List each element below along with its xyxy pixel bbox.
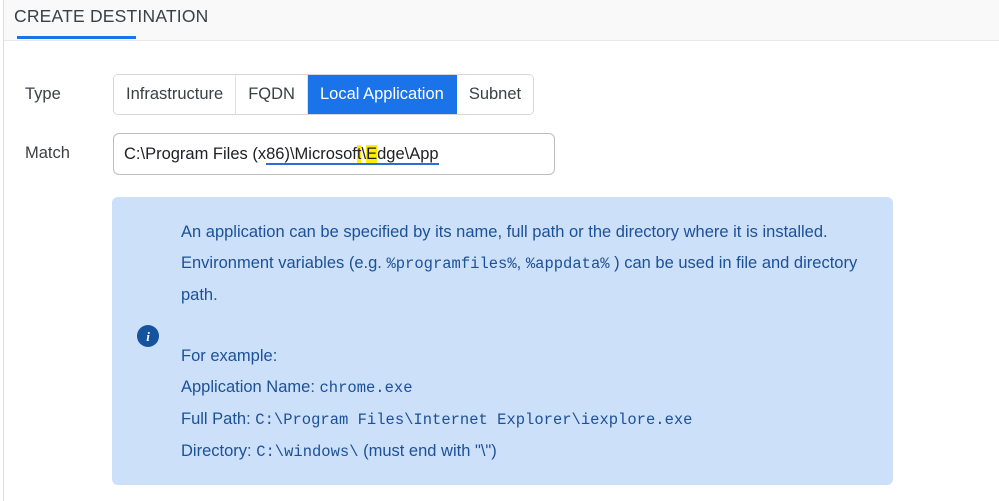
match-seg-5: dge\App [377, 145, 439, 165]
tab-infrastructure[interactable]: Infrastructure [114, 75, 237, 114]
match-seg-2: t [356, 145, 362, 165]
info-desc-part1: An application can be specified by its n… [181, 223, 828, 272]
tab-subnet[interactable]: Subnet [456, 75, 534, 114]
info-example-full-path: Full Path: C:\Program Files\Internet Exp… [181, 404, 879, 436]
info-panel-body: An application can be specified by its n… [181, 217, 879, 468]
match-seg-1: 86)\Microsof [266, 145, 357, 165]
info-desc-part2: , [516, 254, 526, 272]
type-segmented-control[interactable]: Infrastructure FQDN Local Application Su… [113, 74, 535, 115]
tab-local-application[interactable]: Local Application [307, 75, 457, 114]
info-panel: i An application can be specified by its… [112, 197, 893, 485]
info-example-app-name-value: chrome.exe [319, 379, 413, 397]
match-seg-4: E [366, 145, 378, 165]
match-input[interactable]: C:\Program Files (x86)\Microsoft\Edge\Ap… [113, 133, 555, 175]
match-seg-3: \ [361, 145, 367, 165]
info-spacer [181, 311, 879, 341]
match-label: Match [25, 144, 70, 162]
info-description: An application can be specified by its n… [181, 217, 879, 311]
tab-fqdn[interactable]: FQDN [236, 75, 308, 114]
info-example-directory-label: Directory: [181, 442, 257, 460]
info-example-directory-suffix: (must end with "\") [358, 442, 497, 460]
info-icon: i [137, 325, 159, 347]
info-example-full-path-value: C:\Program Files\Internet Explorer\iexpl… [255, 411, 693, 429]
info-example-directory-value: C:\windows\ [256, 443, 359, 461]
info-var-appdata: %appdata% [525, 255, 610, 273]
info-example-app-name: Application Name: chrome.exe [181, 372, 879, 404]
page-title-underline [17, 36, 136, 39]
match-seg-0: C:\Program Files (x [124, 145, 267, 163]
info-example-heading: For example: [181, 347, 278, 365]
match-input-value: C:\Program Files (x86)\Microsoft\Edge\Ap… [124, 143, 439, 165]
type-label: Type [25, 85, 61, 103]
info-desc-part3: ) can be used in file and directory path… [181, 254, 858, 304]
info-example-app-name-label: Application Name: [181, 378, 320, 396]
info-example-directory: Directory: C:\windows\ (must end with "\… [181, 436, 879, 468]
page-title: CREATE DESTINATION [14, 6, 209, 26]
left-rail-divider [3, 0, 4, 501]
info-example-full-path-label: Full Path: [181, 410, 256, 428]
info-var-programfiles: %programfiles% [386, 255, 517, 273]
page-header: CREATE DESTINATION [4, 0, 999, 41]
